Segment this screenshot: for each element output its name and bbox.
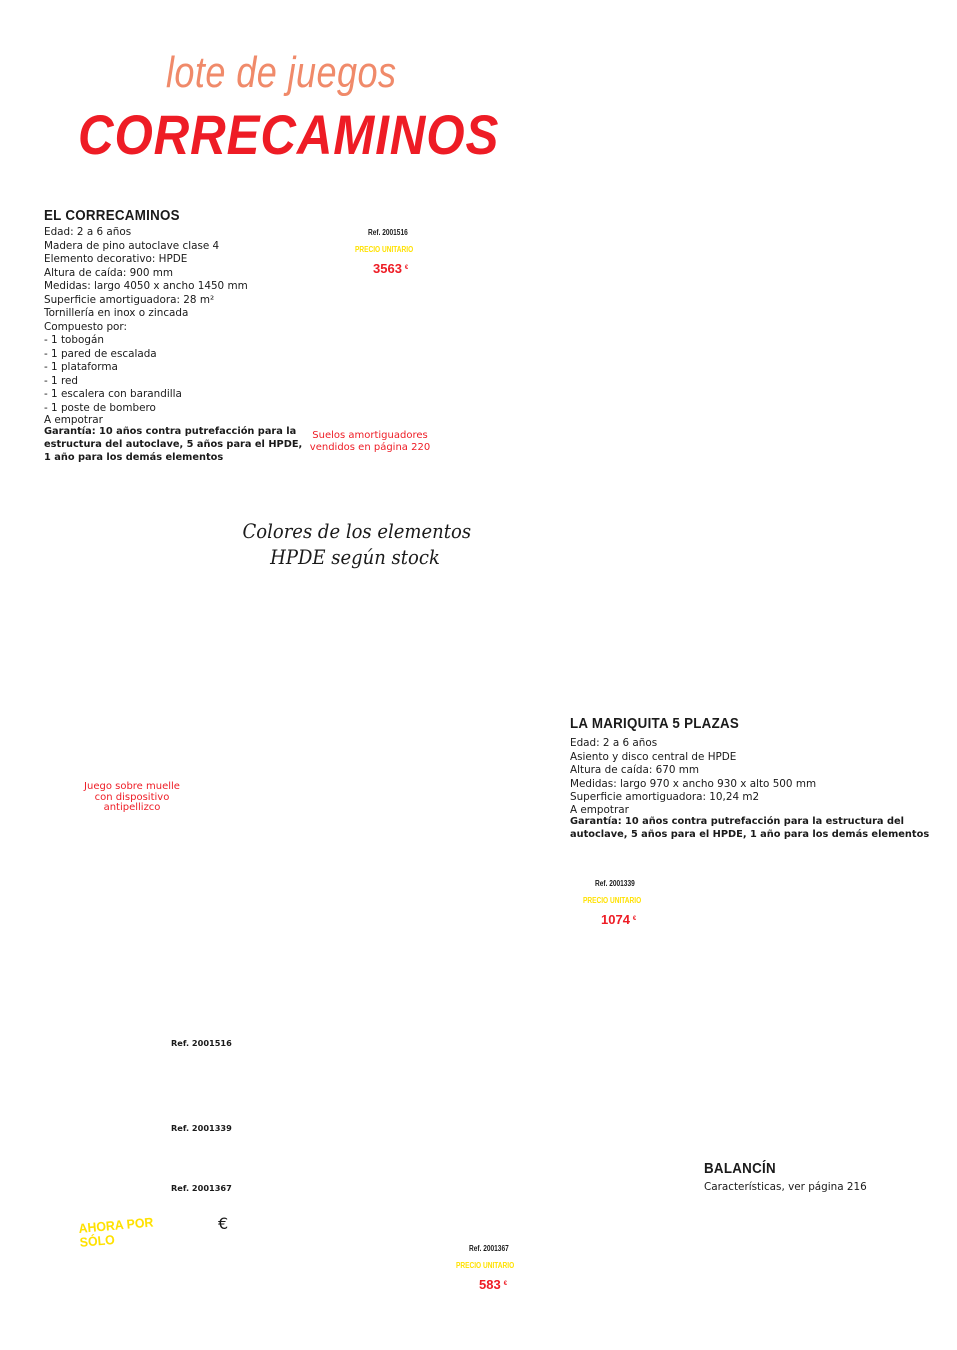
product-ref: Ref. 2001516 <box>368 228 408 237</box>
product-name-balancin: BALANCÍN <box>704 1161 776 1177</box>
product-price: 583€ <box>479 1277 507 1292</box>
product-price: 3563€ <box>373 261 408 276</box>
product-ref: Ref. 2001339 <box>595 879 635 888</box>
spec-line: Tornillería en inox o zincada <box>44 307 189 319</box>
note-line: Juego sobre muelle <box>84 781 180 792</box>
note-line: Suelos amortiguadores <box>312 430 428 441</box>
spec-line: Edad: 2 a 6 años <box>44 226 132 238</box>
colors-note: Colores de los elementos HPDE según stoc… <box>242 518 472 570</box>
product-specs-mariquita: Edad: 2 a 6 años Asiento y disco central… <box>570 737 929 841</box>
ref-list-item: Ref. 2001339 <box>171 1123 232 1133</box>
spec-line: Madera de pino autoclave clase 4 <box>44 239 220 252</box>
spec-line: - 1 poste de bombero <box>44 401 156 414</box>
spec-line: Asiento y disco central de HPDE <box>570 750 737 763</box>
guarantee-text: Garantía: 10 años contra putrefacción pa… <box>570 815 929 841</box>
spec-line: Superficie amortiguadora: 28 m² <box>44 293 215 306</box>
note-line: antipellizco <box>103 802 161 813</box>
catalog-subtitle: lote de juegos <box>166 48 397 97</box>
guarantee-line: 1 año para los demás elementos <box>44 452 224 463</box>
ref-list-item: Ref. 2001516 <box>171 1038 232 1048</box>
colors-note-line: HPDE según stock <box>270 545 440 569</box>
price-label: PRECIO UNITARIO <box>456 1261 515 1270</box>
price-value: 1074 <box>601 912 630 927</box>
spec-line: A empotrar <box>44 414 103 426</box>
spec-line: - 1 tobogán <box>44 334 104 346</box>
spec-line: Elemento decorativo: HPDE <box>44 253 188 265</box>
spec-line: Altura de caída: 670 mm <box>570 764 700 776</box>
note-line: vendidos en página 220 <box>309 441 431 453</box>
spec-line: - 1 pared de escalada <box>44 347 157 360</box>
spec-line: Medidas: largo 970 x ancho 930 x alto 50… <box>570 777 817 790</box>
ref-list-item: Ref. 2001367 <box>171 1183 232 1193</box>
spring-note: Juego sobre muelle con dispositivo antip… <box>72 781 192 814</box>
price-label: PRECIO UNITARIO <box>355 245 414 254</box>
spec-line: A empotrar <box>570 803 629 816</box>
price-value: 3563 <box>373 261 402 276</box>
product-price: 1074€ <box>601 912 636 927</box>
colors-note-line: Colores de los elementos <box>242 519 472 543</box>
currency-symbol: € <box>503 1281 508 1287</box>
product-name-correcaminos: EL CORRECAMINOS <box>44 208 180 224</box>
spec-line: Superficie amortiguadora: 10,24 m2 <box>570 791 760 803</box>
spec-line: - 1 escalera con barandilla <box>44 388 182 400</box>
spec-line: Compuesto por: <box>44 320 127 333</box>
guarantee-line: Garantía: 10 años contra putrefacción pa… <box>570 815 904 827</box>
spec-line: - 1 plataforma <box>44 361 118 373</box>
currency-symbol: € <box>404 265 409 271</box>
floor-note: Suelos amortiguadores vendidos en página… <box>306 430 434 453</box>
catalog-title: CORRECAMINOS <box>78 103 500 166</box>
guarantee-line: estructura del autoclave, 5 años para el… <box>44 439 303 450</box>
product-description-balancin: Características, ver página 216 <box>704 1181 867 1193</box>
spec-line: Altura de caída: 900 mm <box>44 266 174 279</box>
promo-currency: € <box>218 1214 229 1233</box>
product-name-mariquita: LA MARIQUITA 5 PLAZAS <box>570 716 740 732</box>
guarantee-line: autoclave, 5 años para el HPDE, 1 año pa… <box>570 828 930 840</box>
product-specs-correcaminos: Edad: 2 a 6 años Madera de pino autoclav… <box>44 226 302 464</box>
spec-line: Medidas: largo 4050 x ancho 1450 mm <box>44 280 248 292</box>
currency-symbol: € <box>632 916 637 922</box>
note-line: con dispositivo <box>94 791 170 803</box>
spec-line: - 1 red <box>44 374 78 387</box>
guarantee-text: Garantía: 10 años contra putrefacción pa… <box>44 425 302 464</box>
price-value: 583 <box>479 1277 501 1292</box>
guarantee-line: Garantía: 10 años contra putrefacción pa… <box>44 426 297 437</box>
price-label: PRECIO UNITARIO <box>583 896 642 905</box>
promo-label: AHORA POR SÓLO <box>78 1214 155 1249</box>
product-ref: Ref. 2001367 <box>469 1244 509 1253</box>
spec-line: Edad: 2 a 6 años <box>570 737 658 749</box>
